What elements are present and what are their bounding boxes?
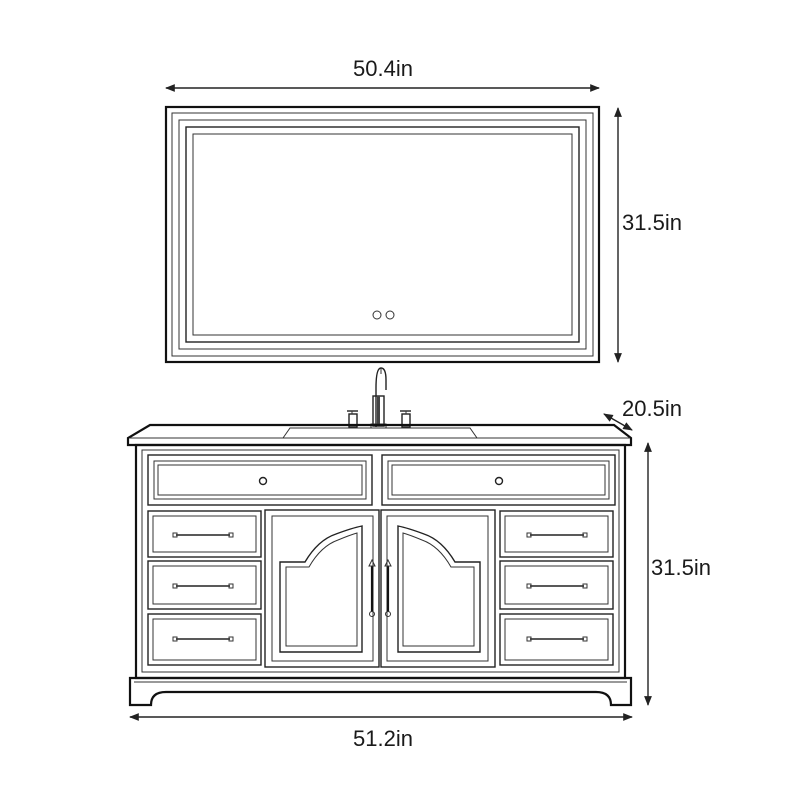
vanity-cabinet <box>126 423 633 707</box>
mirror-width-label: 50.4in <box>353 56 413 81</box>
mirror-height-dimension: 31.5in <box>614 107 682 363</box>
touch-sensor-icon <box>372 310 395 320</box>
vanity-height-dimension: 31.5in <box>644 442 711 706</box>
right-door <box>380 509 496 668</box>
vanity-depth-label: 20.5in <box>622 396 682 421</box>
left-drawer-stack <box>147 510 262 666</box>
right-handle-icon <box>400 410 411 428</box>
mirror-height-label: 31.5in <box>622 210 682 235</box>
top-left-drawer <box>147 454 373 506</box>
vanity-width-label: 51.2in <box>353 726 413 751</box>
door-pull-right-icon <box>384 558 392 617</box>
vanity-height-label: 31.5in <box>651 555 711 580</box>
top-right-drawer <box>381 454 616 506</box>
faucet-icon <box>370 367 387 429</box>
left-door <box>264 509 380 668</box>
right-drawer-stack <box>499 510 614 666</box>
mirror-width-dimension: 50.4in <box>165 56 600 92</box>
vanity-depth-dimension: 20.5in <box>603 396 682 431</box>
led-mirror <box>164 105 601 364</box>
left-handle-icon <box>347 410 358 428</box>
door-pull-left-icon <box>368 558 376 617</box>
vanity-width-dimension: 51.2in <box>129 713 633 751</box>
